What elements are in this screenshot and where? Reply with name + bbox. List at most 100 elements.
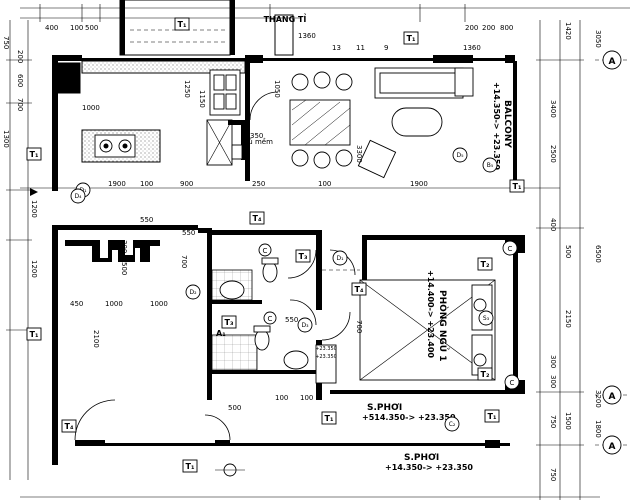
- tag-t1: T₁: [403, 31, 419, 45]
- svg-text:600: 600: [16, 74, 24, 87]
- svg-text:T₃: T₃: [225, 318, 234, 327]
- svg-text:550: 550: [182, 229, 195, 237]
- svg-text:550: 550: [140, 216, 153, 224]
- sphoi-level-1: +514.350-> +23.350: [362, 413, 456, 422]
- svg-text:A₁: A₁: [216, 329, 226, 338]
- svg-text:750: 750: [549, 415, 557, 428]
- svg-text:A: A: [609, 57, 616, 67]
- svg-text:100: 100: [275, 394, 288, 402]
- svg-text:T₁: T₁: [30, 330, 39, 339]
- svg-text:550: 550: [285, 316, 298, 324]
- svg-text:1000: 1000: [105, 300, 123, 308]
- tag-d4: D₄: [70, 188, 86, 204]
- entrance: [30, 188, 245, 477]
- tag-t4: T₄: [61, 419, 77, 433]
- svg-text:1000: 1000: [150, 300, 168, 308]
- tag-t2: T₂: [477, 367, 493, 381]
- svg-text:750: 750: [549, 468, 557, 481]
- svg-text:T₁: T₁: [186, 462, 195, 471]
- svg-text:1200: 1200: [30, 260, 38, 278]
- svg-text:D₁: D₁: [79, 187, 87, 194]
- svg-text:500: 500: [120, 262, 128, 275]
- svg-text:1420: 1420: [564, 22, 572, 40]
- svg-text:T₁: T₁: [30, 150, 39, 159]
- svg-text:T₂: T₂: [481, 370, 490, 379]
- svg-text:C: C: [508, 245, 513, 253]
- tag-d2: D₂: [185, 284, 201, 300]
- tag-t3: T₃: [221, 315, 237, 329]
- tag-c2: C₂: [444, 416, 460, 432]
- svg-text:200: 200: [465, 24, 478, 32]
- svg-text:200: 200: [16, 50, 24, 63]
- door-circle-tags: D₁ D₁ D₂ D₃ D₄ D₅ S₃ B₅ C C C C C₂ A₁: [70, 147, 520, 432]
- tag-t4: T₄: [351, 282, 367, 296]
- svg-text:T₁: T₁: [488, 412, 497, 421]
- dim-row2: 100 900 1900 100 1900: [108, 180, 428, 188]
- svg-text:100: 100: [140, 180, 153, 188]
- bath-level-label-2: +23.350: [315, 354, 337, 360]
- pccc-label: PCCC: [61, 67, 71, 94]
- dim-left: 750 200 600 700 1300 1250 1150 1050: [2, 36, 281, 148]
- svg-text:500: 500: [228, 404, 241, 412]
- svg-text:S₃: S₃: [483, 315, 490, 322]
- svg-text:1360: 1360: [298, 32, 316, 40]
- svg-text:D₄: D₄: [74, 193, 82, 200]
- svg-text:250: 250: [252, 180, 265, 188]
- svg-text:300: 300: [549, 355, 557, 368]
- living-dining: [249, 67, 474, 179]
- svg-text:D₅: D₅: [456, 152, 464, 159]
- dimension-lines: [6, 4, 630, 500]
- stair-area: THANG TỈ: [119, 0, 306, 56]
- grid-markers: A A A: [602, 50, 622, 455]
- tag-a1: A₁: [216, 329, 226, 338]
- door-window-tags: T₁ T₁ T₁ T₁ T₁ T₁ T₁ T₁ T₂ T₂ T₃ T₃ T₄ T…: [26, 17, 525, 473]
- grid-marker-a: A: [602, 385, 622, 405]
- dim-top: 400 100 500 1360 13 11 9 200 200 800 136…: [45, 24, 602, 52]
- svg-text:C: C: [510, 379, 515, 387]
- svg-text:D₃: D₃: [301, 322, 309, 329]
- svg-text:700: 700: [355, 320, 363, 333]
- svg-text:C: C: [268, 315, 273, 323]
- tag-t1: T₁: [484, 409, 500, 423]
- svg-text:700: 700: [16, 98, 24, 111]
- svg-text:500: 500: [564, 245, 572, 258]
- tag-d1: D₁: [332, 250, 348, 266]
- tag-t1: T₁: [26, 327, 42, 341]
- walls: [52, 55, 525, 465]
- svg-text:B₅: B₅: [487, 162, 494, 169]
- svg-text:100: 100: [70, 24, 83, 32]
- tag-t1: T₁: [174, 17, 190, 31]
- svg-text:A: A: [609, 392, 616, 402]
- grid-marker-a: A: [602, 50, 622, 70]
- svg-text:750: 750: [2, 36, 10, 49]
- svg-text:1200: 1200: [30, 200, 38, 218]
- tag-c: C: [504, 374, 520, 390]
- bedroom-label: PHÒNG NGỦ 1: [437, 290, 450, 361]
- svg-text:2100: 2100: [92, 330, 100, 348]
- sphoi-level-2: +14.350-> +23.350: [385, 463, 473, 472]
- room-labels: BALCONY +14.350-> +23.350 PHÒNG NGỦ 1 +1…: [61, 67, 512, 472]
- svg-text:T₁: T₁: [407, 34, 416, 43]
- svg-text:D₂: D₂: [189, 289, 197, 296]
- tag-c: C: [258, 243, 272, 257]
- kitchen: Tủ mềm: [81, 60, 273, 166]
- bedroom-level: +14.400-> +23.400: [426, 270, 435, 358]
- svg-text:900: 900: [180, 180, 193, 188]
- tag-c: C: [263, 311, 277, 325]
- svg-text:3200: 3200: [594, 390, 602, 408]
- tag-d3: D₃: [297, 317, 313, 333]
- svg-text:100: 100: [318, 180, 331, 188]
- svg-text:T₃: T₃: [299, 252, 308, 261]
- svg-text:1300: 1300: [2, 130, 10, 148]
- tag-c: C: [502, 240, 518, 256]
- svg-text:300: 300: [120, 240, 128, 253]
- svg-text:9: 9: [384, 44, 388, 52]
- dim-inner: 1000 450 1000 550 2100 3300 1200 1200 10…: [30, 104, 363, 412]
- svg-text:1150: 1150: [198, 90, 206, 108]
- bathrooms: +23.350 +23.350: [211, 249, 337, 384]
- svg-text:700: 700: [180, 255, 188, 268]
- svg-text:1900: 1900: [410, 180, 428, 188]
- svg-text:100: 100: [300, 394, 313, 402]
- svg-text:T₁: T₁: [325, 414, 334, 423]
